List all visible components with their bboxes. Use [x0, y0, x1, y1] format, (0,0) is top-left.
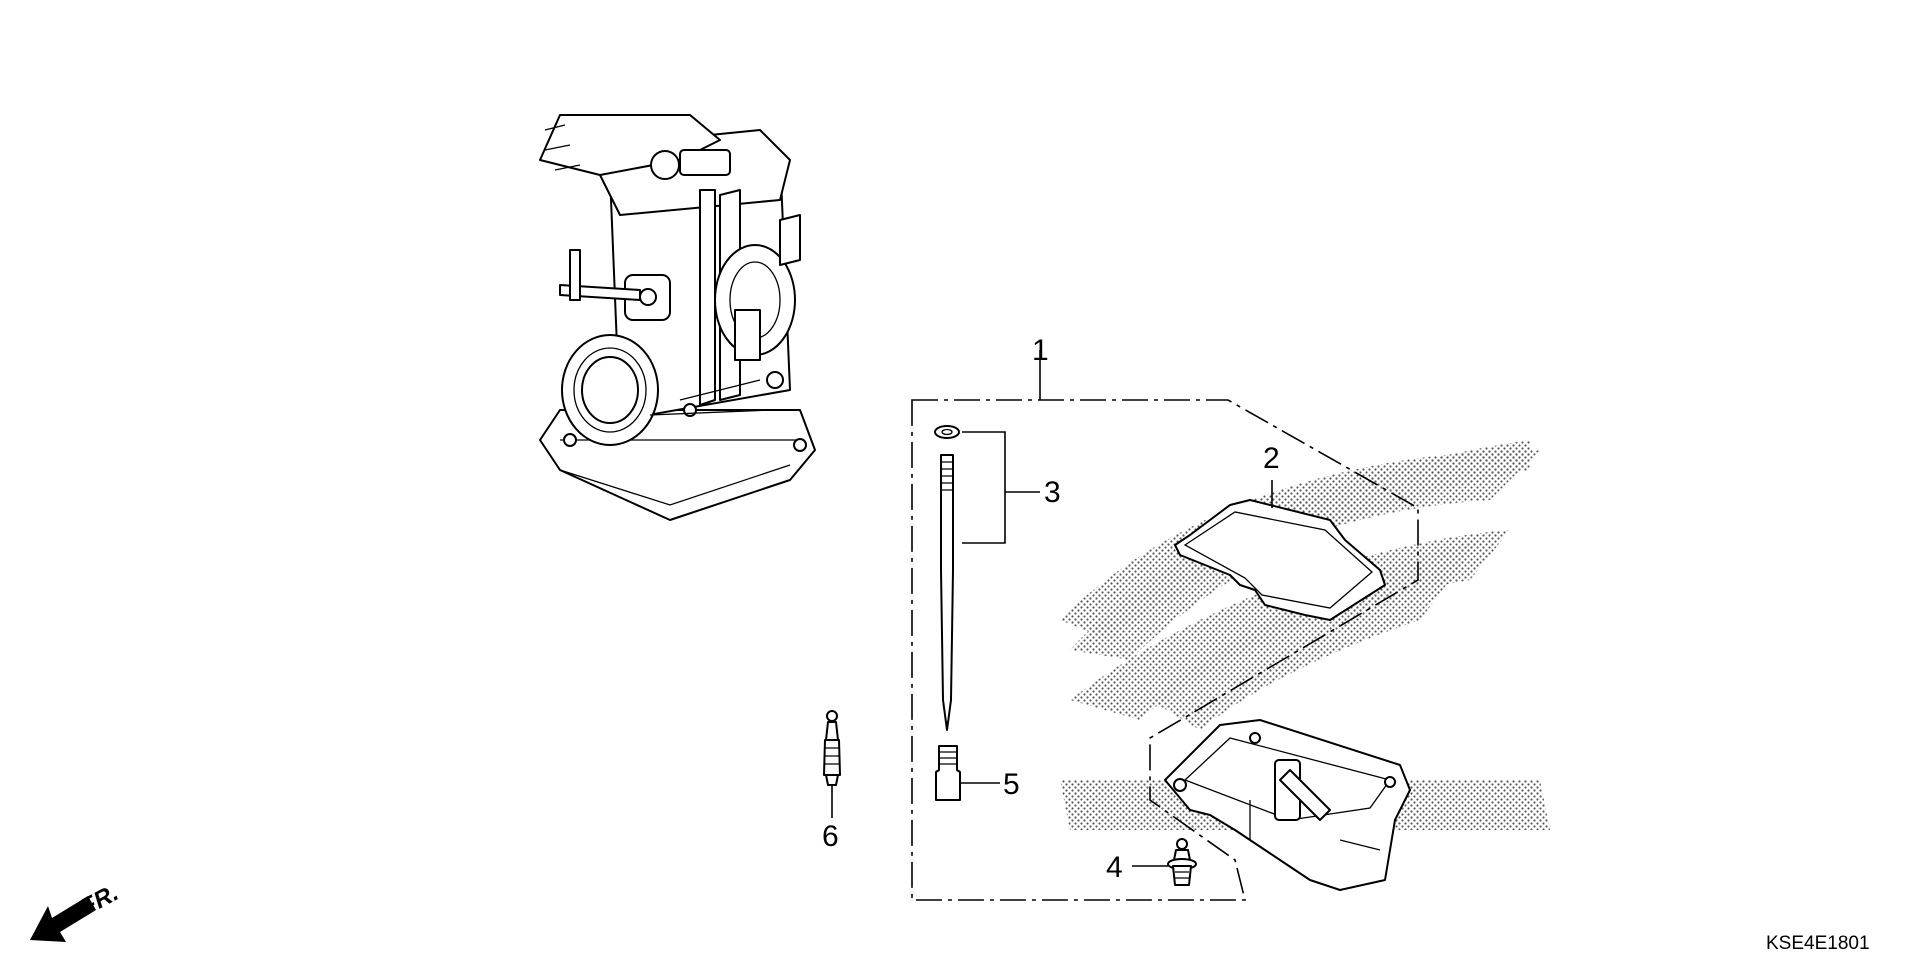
arrow-down-left-icon — [30, 896, 96, 942]
main-jet-part — [935, 745, 1000, 801]
carburetor-assembly — [539, 114, 816, 521]
callout-6: 6 — [822, 820, 839, 853]
callout-3: 3 — [1044, 476, 1061, 509]
callout-4: 4 — [1106, 851, 1123, 884]
pilot-jet-part — [823, 710, 841, 818]
callout-2: 2 — [1263, 442, 1280, 475]
gasket-part — [1174, 480, 1386, 621]
callout-5: 5 — [1003, 768, 1020, 801]
callout-1: 1 — [1032, 334, 1049, 367]
drain-screw-part — [1132, 838, 1197, 886]
float-bowl-part — [1164, 719, 1411, 891]
diagram-code: KSE4E1801 — [1766, 933, 1870, 954]
jet-needle-part — [934, 425, 1040, 731]
kit-outline — [911, 350, 1419, 901]
background-wing-logo — [1060, 440, 1550, 830]
front-direction-marker: FR. — [30, 879, 123, 942]
